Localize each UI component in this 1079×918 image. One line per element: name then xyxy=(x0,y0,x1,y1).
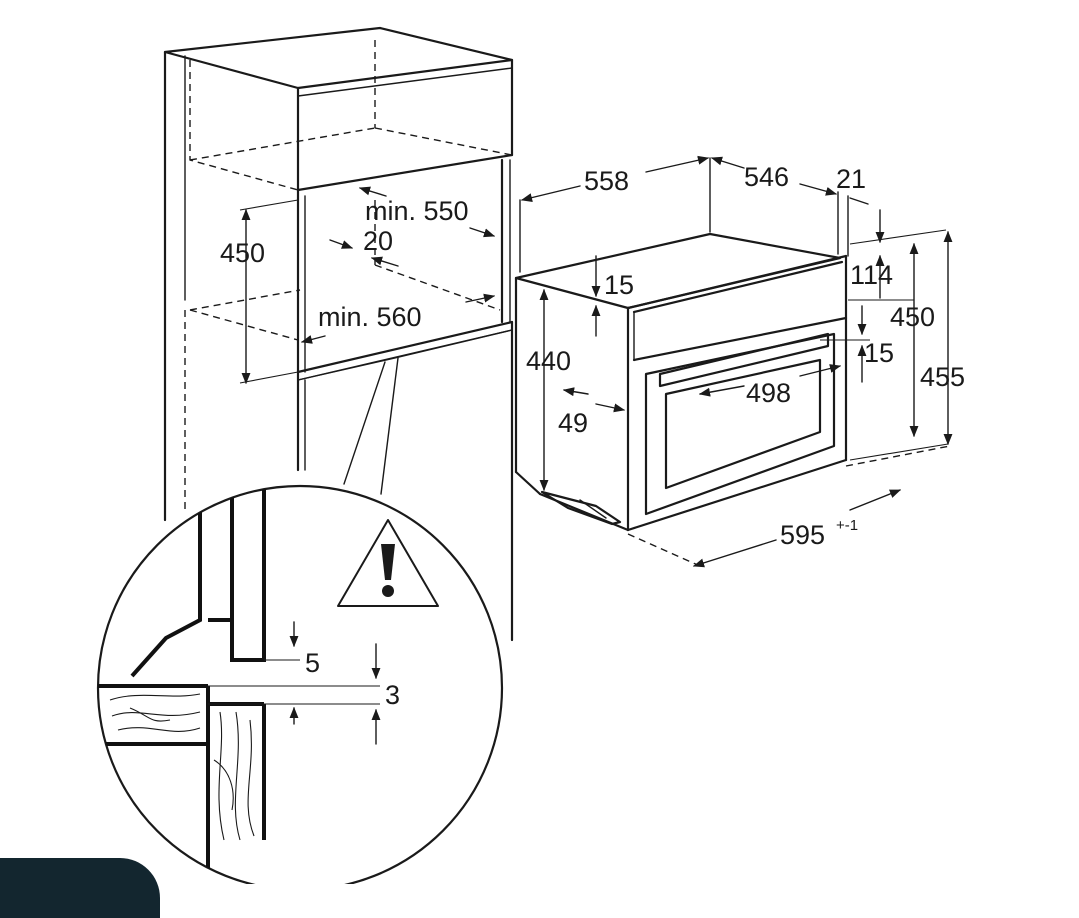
niche-dimensions: min. 550 20 450 min. 560 xyxy=(220,186,496,495)
detail-view: 5 3 xyxy=(96,484,504,884)
body-height-front-label: 450 xyxy=(890,302,935,332)
total-width-label: 595 xyxy=(780,520,825,550)
warning-triangle-icon xyxy=(337,519,439,607)
front-thickness-label: 21 xyxy=(836,164,866,194)
niche-height-label: 450 xyxy=(220,238,265,268)
detail-gap-1-label: 5 xyxy=(305,648,320,678)
oven-door xyxy=(644,332,836,516)
body-height-label: 440 xyxy=(526,346,571,376)
oven-dimensions: 558 546 21 15 440 114 450 15 455 498 xyxy=(519,155,965,568)
oven xyxy=(514,232,848,532)
oven-handle xyxy=(658,332,830,388)
niche-width-min-label: min. 560 xyxy=(318,302,422,332)
total-width-tolerance-label: +-1 xyxy=(836,517,858,534)
cabinet-top-face xyxy=(163,26,514,90)
oven-window xyxy=(664,358,822,490)
corner-tab[interactable] xyxy=(0,858,160,918)
door-width-label: 498 xyxy=(746,378,791,408)
niche-gap-label: 20 xyxy=(363,226,393,256)
oven-depth-body-label: 546 xyxy=(744,162,789,192)
detail-gap-2-label: 3 xyxy=(385,680,400,710)
control-panel-height-label: 114 xyxy=(850,260,893,290)
installation-diagram: min. 550 20 450 min. 560 xyxy=(96,26,965,884)
niche-depth-min-label: min. 550 xyxy=(365,196,469,226)
total-height-label: 455 xyxy=(920,362,965,392)
side-offset-label: 49 xyxy=(558,408,588,438)
door-gap-label: 15 xyxy=(864,338,894,368)
oven-depth-total-label: 558 xyxy=(584,166,629,196)
top-offset-label: 15 xyxy=(604,270,634,300)
